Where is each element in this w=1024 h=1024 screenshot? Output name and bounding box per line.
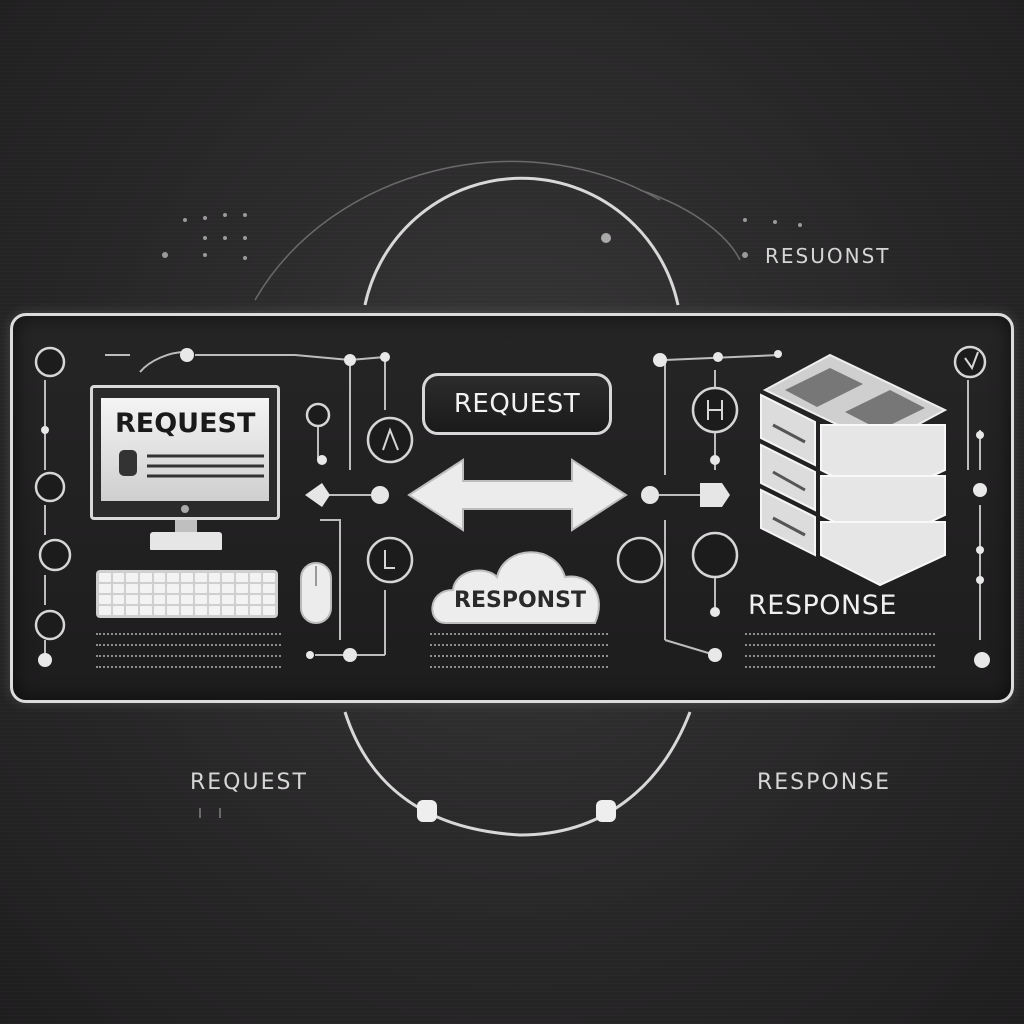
double-arrow-icon <box>407 458 628 532</box>
keyboard-key <box>167 606 180 615</box>
keyboard-key <box>249 606 262 615</box>
keyboard-key <box>249 595 262 604</box>
monitor-content-lines <box>119 450 264 478</box>
top-right-label: RESUONST <box>765 244 891 268</box>
keyboard-key <box>181 573 193 582</box>
server-rack-icon <box>760 353 948 587</box>
keyboard-key <box>263 606 275 615</box>
monitor-stand <box>175 520 197 534</box>
keyboard-key <box>153 573 166 582</box>
keyboard-key <box>112 595 125 604</box>
keyboard-key <box>249 584 262 593</box>
keyboard-key <box>126 606 139 615</box>
keyboard-key <box>112 584 125 593</box>
keyboard-key <box>208 584 221 593</box>
keyboard-key <box>140 573 152 582</box>
center-text-lines <box>430 633 608 677</box>
mid-node-6 <box>691 531 739 579</box>
keyboard-key <box>181 595 193 604</box>
left-text-lines <box>96 633 281 677</box>
keyboard-key <box>99 584 111 593</box>
keyboard-key <box>99 573 111 582</box>
mid-node-3 <box>366 536 414 584</box>
keyboard-key <box>222 606 234 615</box>
cloud-label: RESPONST <box>454 588 586 613</box>
keyboard-key <box>263 584 275 593</box>
faint-arc-right <box>639 189 741 261</box>
right-text-lines <box>745 633 935 677</box>
lower-arc-node-left <box>417 800 437 822</box>
keyboard-key <box>99 606 111 615</box>
keyboard-key <box>167 595 180 604</box>
keyboard-key <box>194 606 207 615</box>
arc-dot <box>601 233 611 243</box>
keyboard-key <box>194 595 207 604</box>
keyboard-key <box>181 584 193 593</box>
keyboard-key <box>235 606 248 615</box>
left-node-2 <box>34 471 66 503</box>
keyboard-key <box>235 584 248 593</box>
lower-arc <box>343 711 692 837</box>
bottom-right-label: RESPONSE <box>757 770 892 795</box>
request-pill: REQUEST <box>422 373 612 435</box>
keyboard-key <box>112 573 125 582</box>
keyboard-key <box>235 573 248 582</box>
left-node-4 <box>34 609 66 641</box>
monitor-screen: REQUEST <box>101 398 269 501</box>
keyboard-key <box>140 606 152 615</box>
keyboard-key <box>235 595 248 604</box>
faint-ticks <box>199 808 221 818</box>
mid-node-1 <box>305 402 331 428</box>
lower-arc-node-right <box>596 800 616 822</box>
keyboard-key <box>153 606 166 615</box>
keyboard-key <box>208 595 221 604</box>
keyboard-key <box>126 573 139 582</box>
bottom-left-label: REQUEST <box>190 770 308 795</box>
right-node-1 <box>953 345 987 379</box>
dot-cluster <box>162 213 802 260</box>
computer-monitor-icon: REQUEST <box>90 385 280 520</box>
keyboard-key <box>208 606 221 615</box>
monitor-base <box>150 532 222 550</box>
keyboard-key <box>208 573 221 582</box>
keyboard-key <box>167 584 180 593</box>
keyboard-key <box>112 606 125 615</box>
keyboard-key <box>126 584 139 593</box>
keyboard-key <box>126 595 139 604</box>
keyboard-icon <box>96 570 278 618</box>
keyboard-key <box>153 584 166 593</box>
keyboard-key <box>99 595 111 604</box>
keyboard-key <box>222 584 234 593</box>
keyboard-key <box>249 573 262 582</box>
left-node-1 <box>34 346 66 378</box>
mid-node-2 <box>366 416 414 464</box>
keyboard-key <box>181 606 193 615</box>
keyboard-key <box>263 595 275 604</box>
keyboard-key <box>140 595 152 604</box>
keyboard-key <box>222 595 234 604</box>
monitor-title: REQUEST <box>115 408 256 439</box>
left-node-3 <box>38 538 72 572</box>
server-label: RESPONSE <box>748 590 897 621</box>
keyboard-key <box>194 573 207 582</box>
keyboard-key <box>222 573 234 582</box>
upper-arc <box>363 176 680 306</box>
keyboard-key <box>153 595 166 604</box>
cloud-icon <box>431 551 600 624</box>
keyboard-key <box>263 573 275 582</box>
mouse-icon <box>300 562 332 624</box>
keyboard-key <box>194 584 207 593</box>
keyboard-key <box>167 573 180 582</box>
keyboard-key <box>140 584 152 593</box>
faint-arc-left <box>254 160 661 301</box>
mid-node-4 <box>616 536 664 584</box>
power-led <box>181 505 189 513</box>
